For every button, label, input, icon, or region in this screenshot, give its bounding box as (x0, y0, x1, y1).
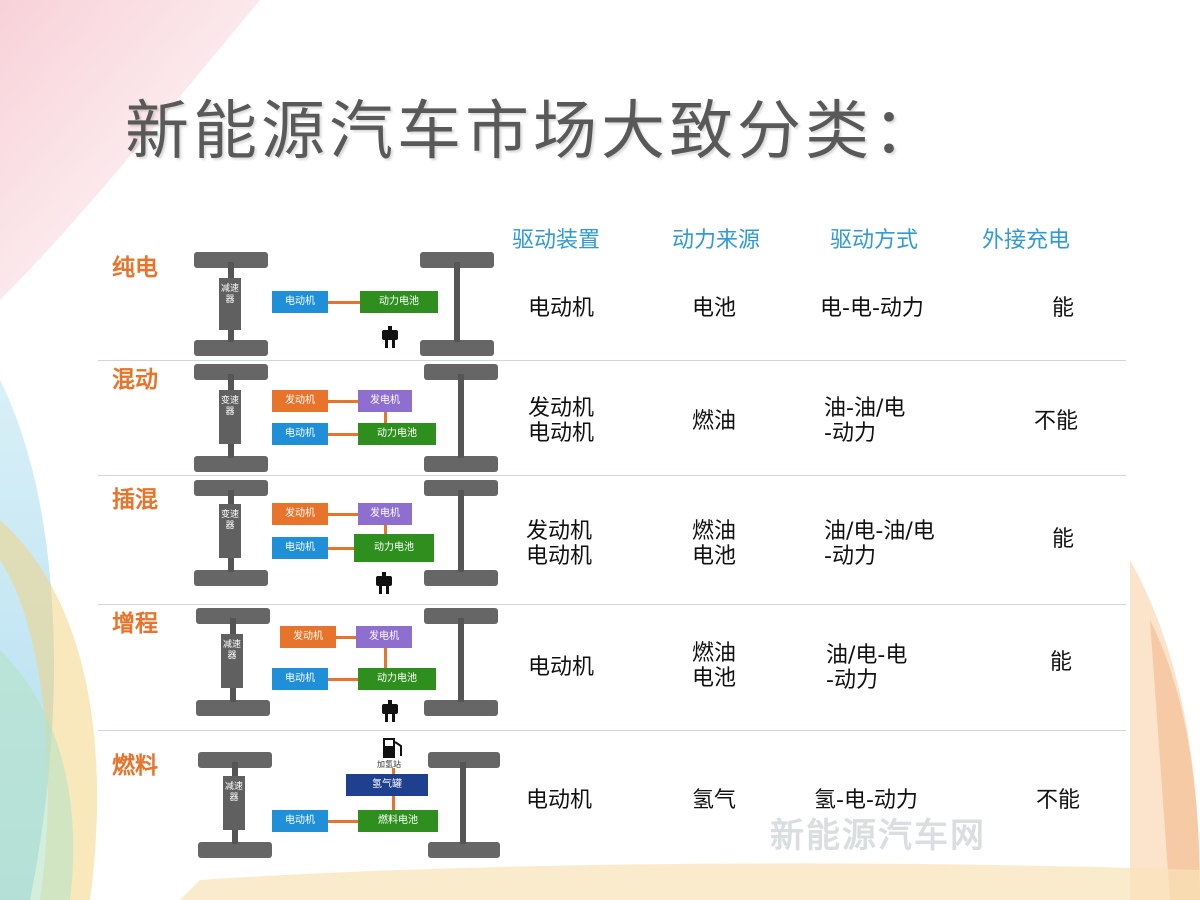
row-divider (98, 475, 1126, 476)
mode-cell: 电-电-动力 (820, 296, 924, 321)
plug-icon (382, 700, 398, 722)
source-cell: 氢气 (692, 788, 737, 813)
row-label-hybrid: 混动 (112, 367, 158, 393)
drive-cell: 发动机电动机 (528, 396, 595, 446)
fuel-pump-icon (383, 738, 402, 758)
mode-cell: 油-油/电-动力 (824, 396, 906, 446)
drive-cell: 电动机 (528, 296, 595, 321)
charge-cell: 不能 (1036, 788, 1081, 813)
drive-cell: 电动机 (526, 788, 593, 813)
row-label-fuel-cell: 燃料 (112, 753, 158, 779)
drive-cell: 发动机电动机 (526, 519, 593, 569)
column-header-mode: 驱动方式 (830, 228, 919, 253)
source-cell: 燃油电池 (692, 641, 737, 691)
charge-cell: 能 (1052, 527, 1075, 552)
row-divider (98, 604, 1126, 605)
row-divider (98, 730, 1126, 731)
row-label-plugin-hybrid: 插混 (112, 487, 158, 513)
source-cell: 燃油 (692, 409, 737, 434)
mode-cell: 油/电-油/电-动力 (824, 519, 935, 569)
column-header-charge: 外接充电 (982, 228, 1071, 253)
column-header-source: 动力来源 (672, 228, 761, 253)
drive-cell: 电动机 (528, 655, 595, 680)
motor-box: 电动机 (272, 291, 328, 313)
charge-cell: 不能 (1034, 409, 1079, 434)
source-cell: 电池 (692, 296, 737, 321)
mode-cell: 油/电-电-动力 (826, 643, 908, 693)
column-header-drive: 驱动装置 (512, 228, 601, 253)
plug-icon (376, 572, 392, 594)
mode-cell: 氢-电-动力 (814, 788, 918, 813)
page-title: 新能源汽车市场大致分类： (125, 95, 941, 169)
plug-icon (382, 326, 398, 348)
row-label-range-extender: 增程 (112, 611, 158, 637)
row-divider (98, 360, 1126, 361)
charge-cell: 能 (1050, 650, 1073, 675)
row-label-pure-electric: 纯电 (112, 255, 158, 281)
battery-box: 动力电池 (360, 291, 438, 313)
watermark-text: 新能源汽车网 (770, 816, 986, 856)
charge-cell: 能 (1052, 296, 1075, 321)
source-cell: 燃油电池 (692, 519, 737, 569)
